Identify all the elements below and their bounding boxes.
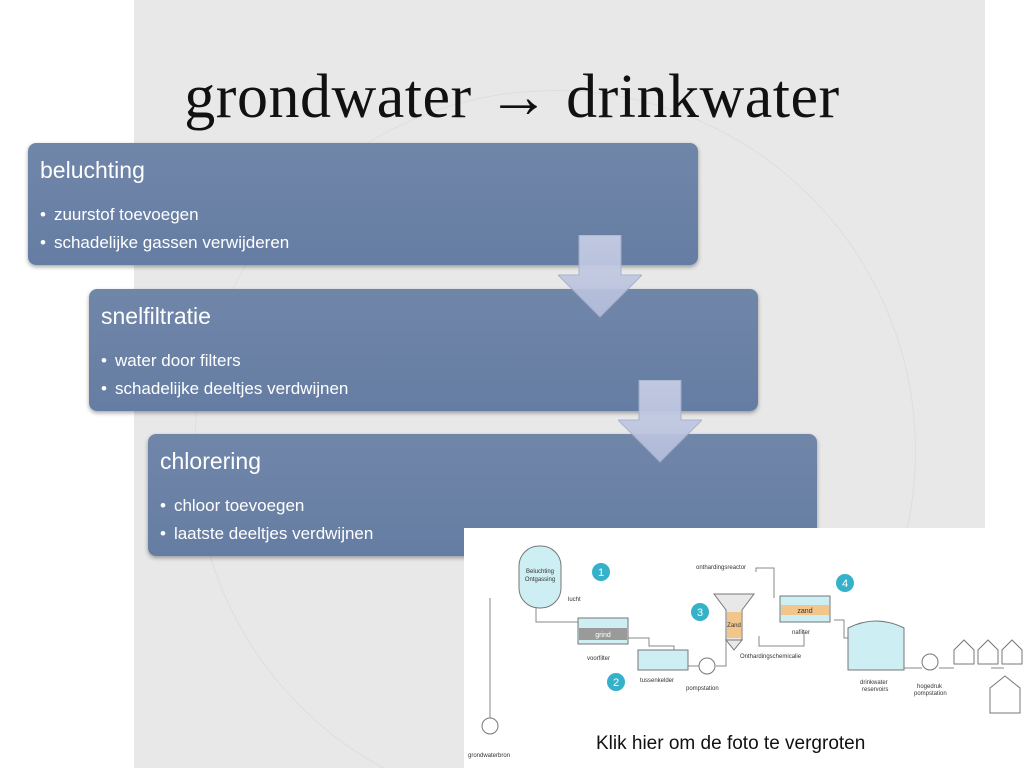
diagram-label: hogedruk xyxy=(917,684,943,690)
diagram-label: Onthardingschemicalie xyxy=(740,654,802,660)
step-heading: beluchting xyxy=(40,157,145,183)
bullet-item: schadelijke deeltjes verdwijnen xyxy=(101,375,348,403)
bullet-item: schadelijke gassen verwijderen xyxy=(40,229,289,257)
bullet-item: water door filters xyxy=(101,347,348,375)
step-bullets: water door filters schadelijke deeltjes … xyxy=(101,347,348,403)
bullet-item: chloor toevoegen xyxy=(160,492,373,520)
diagram-label: lucht xyxy=(568,597,581,603)
diagram-label: Ontgassing xyxy=(525,577,555,583)
step-number-icon: 1 xyxy=(592,563,610,581)
bullet-item: laatste deeltjes verdwijnen xyxy=(160,520,373,548)
bullet-item: zuurstof toevoegen xyxy=(40,201,289,229)
svg-text:2: 2 xyxy=(613,677,619,689)
step-number-icon: 2 xyxy=(607,673,625,691)
diagram-label: drinkwater xyxy=(860,680,888,686)
step-heading: chlorering xyxy=(160,448,261,474)
diagram-label: zand xyxy=(797,608,812,615)
diagram-label: grind xyxy=(595,632,611,639)
step-box-beluchting: beluchting zuurstof toevoegen schadelijk… xyxy=(28,143,698,265)
photo-caption-link[interactable]: Klik hier om de foto te vergroten xyxy=(596,733,866,754)
diagram-label: reservoirs xyxy=(862,687,888,693)
step-bullets: chloor toevoegen laatste deeltjes verdwi… xyxy=(160,492,373,548)
svg-text:3: 3 xyxy=(697,607,703,619)
down-arrow-icon xyxy=(558,235,642,318)
step-bullets: zuurstof toevoegen schadelijke gassen ve… xyxy=(40,201,289,257)
diagram-label: grondwaterbron xyxy=(468,753,510,759)
svg-text:1: 1 xyxy=(598,567,604,579)
diagram-label: Zand xyxy=(727,623,741,629)
step-heading: snelfiltratie xyxy=(101,303,211,329)
down-arrow-icon xyxy=(618,380,702,463)
step-number-icon: 3 xyxy=(691,603,709,621)
water-treatment-photo[interactable]: Beluchting Ontgassing lucht grind voorfi… xyxy=(464,528,1024,768)
diagram-label: nafilter xyxy=(792,630,810,636)
diagram-label: Beluchting xyxy=(526,569,554,575)
step-number-icon: 4 xyxy=(836,574,854,592)
diagram-label: onthardingsreactor xyxy=(696,565,746,571)
slide-title: grondwater → drinkwater xyxy=(184,63,840,131)
diagram-label: pompstation xyxy=(914,691,947,697)
diagram-label: voorfilter xyxy=(587,656,610,662)
house-icon xyxy=(953,639,1023,714)
svg-text:4: 4 xyxy=(842,578,848,590)
diagram-label: pompstation xyxy=(686,686,719,692)
diagram-label: tussenkelder xyxy=(640,678,674,684)
water-treatment-diagram: Beluchting Ontgassing lucht grind voorfi… xyxy=(468,545,1023,759)
